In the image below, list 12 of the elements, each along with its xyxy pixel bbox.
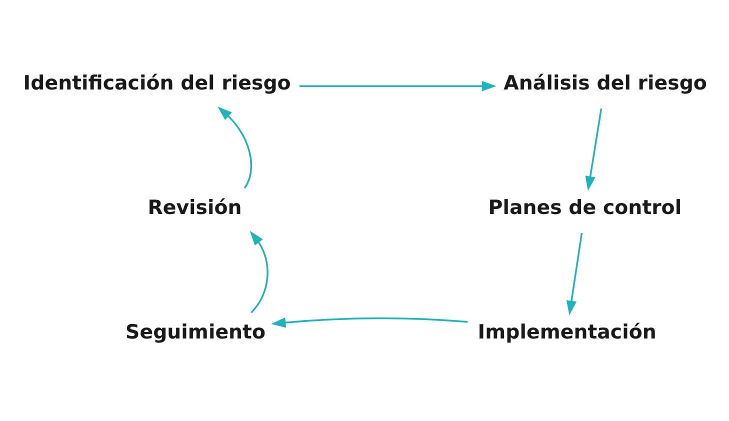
node-text: Seguimiento	[126, 320, 266, 344]
node-text: Implementación	[478, 320, 656, 344]
node-text: Identificación del riesgo	[23, 72, 291, 95]
arrow	[566, 232, 583, 316]
arrow	[300, 81, 496, 92]
node-text: Revisión	[148, 196, 242, 219]
node-text: Planes de control	[488, 196, 682, 219]
arrow	[218, 106, 252, 189]
arrow	[585, 108, 602, 191]
arrow	[250, 230, 268, 314]
arrow	[271, 317, 468, 328]
node-text: Análisis del riesgo	[504, 72, 707, 95]
